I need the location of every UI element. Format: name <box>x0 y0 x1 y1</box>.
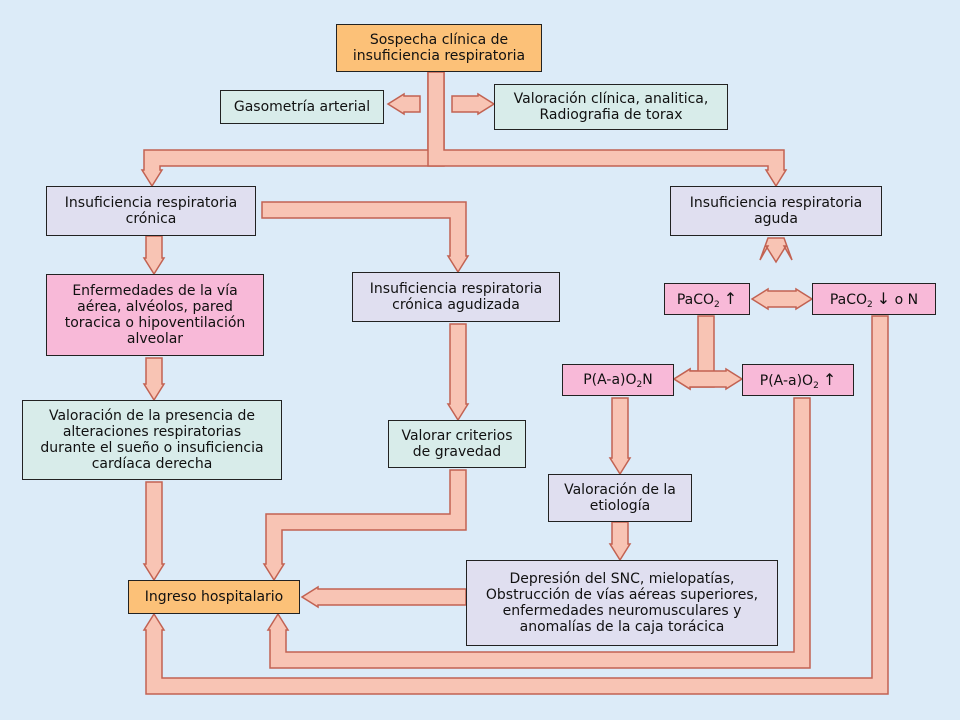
arrow-to-gasometria <box>386 92 421 116</box>
arrow-to-valoracion-clinica <box>451 92 496 116</box>
node-depresion-label: Depresión del SNC, mielopatías,Obstrucci… <box>485 571 759 635</box>
node-valoracion-clinica: Valoración clínica, analitica,Radiografi… <box>494 84 728 130</box>
arrow-down-icon: ↓ <box>876 288 891 308</box>
node-paco2-low: PaCO2↓ o N <box>812 283 936 315</box>
paco2-low-main: PaCO <box>829 291 868 308</box>
node-paco2-low-label: PaCO2↓ o N <box>829 288 919 310</box>
arrow-aguda-stem <box>759 237 793 264</box>
paao2-high-main: P(A-a)O <box>759 372 814 389</box>
node-paao2-high: P(A-a)O2↑ <box>742 364 854 396</box>
node-valoracion-clinica-label: Valoración clínica, analitica,Radiografi… <box>513 91 709 123</box>
node-gasometria: Gasometría arterial <box>220 90 384 124</box>
arrow-up-icon: ↑ <box>723 288 738 308</box>
node-ingreso: Ingreso hospitalario <box>128 580 300 614</box>
paco2-high-sub: 2 <box>714 299 720 310</box>
paao2-n-sub: 2 <box>636 380 643 390</box>
arrow-sueno-to-ingreso <box>142 481 166 582</box>
node-depresion: Depresión del SNC, mielopatías,Obstrucci… <box>466 560 778 646</box>
node-gasometria-label: Gasometría arterial <box>233 99 371 115</box>
arrow-to-valoracion-sueno <box>142 357 166 402</box>
node-paao2-n: P(A-a)O2N <box>562 364 674 396</box>
arrow-to-criterios <box>446 323 470 422</box>
paco2-low-suffix: o N <box>894 291 919 308</box>
arrow-to-etiologia <box>608 397 632 476</box>
arrow-paao2-high-to-ingreso <box>266 397 811 669</box>
arrow-to-cronica-agudizada <box>261 201 470 274</box>
arrow-to-aguda <box>427 71 788 188</box>
paco2-high-main: PaCO <box>676 291 715 308</box>
arrow-paco2-split <box>750 287 814 311</box>
paao2-n-main: P(A-a)O <box>583 372 637 388</box>
node-paao2-high-label: P(A-a)O2↑ <box>759 369 837 391</box>
arrow-paco2-low-to-ingreso <box>142 315 889 695</box>
arrow-depresion-to-ingreso <box>300 585 467 609</box>
node-paao2-n-label: P(A-a)O2N <box>583 372 653 390</box>
node-paco2-high-label: PaCO2↑ <box>676 288 738 310</box>
paco2-low-sub: 2 <box>867 299 873 310</box>
paao2-high-sub: 2 <box>813 380 819 391</box>
arrow-to-depresion <box>608 521 632 562</box>
node-paco2-high: PaCO2↑ <box>664 283 750 315</box>
arrow-criterios-to-ingreso <box>262 469 467 582</box>
arrow-to-enfermedades <box>142 235 166 276</box>
node-ingreso-label: Ingreso hospitalario <box>144 589 284 605</box>
arrow-paao2-split <box>672 367 744 391</box>
arrow-up-icon: ↑ <box>822 369 837 389</box>
paao2-n-suffix: N <box>642 372 653 388</box>
